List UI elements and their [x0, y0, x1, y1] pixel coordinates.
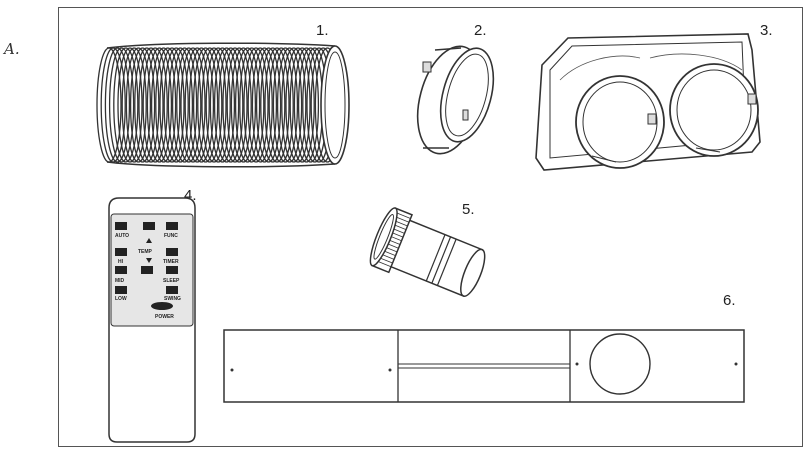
remote-auto-label: AUTO [115, 233, 129, 239]
part-number-5: 5. [462, 201, 475, 218]
hose-rib [180, 47, 206, 163]
hose-rib [201, 47, 227, 163]
hose-rib [255, 47, 282, 163]
hose-rib [129, 47, 156, 163]
remote-mid-label: MID [115, 278, 125, 284]
hose-adapter-icon [416, 45, 495, 155]
hose-rib [184, 47, 210, 163]
hose-rib [188, 47, 215, 163]
part-number-1: 1. [316, 22, 329, 39]
remote-temp-label: TEMP [138, 249, 153, 255]
hose-rib [117, 47, 143, 163]
hose-rib [222, 47, 248, 163]
hose-rib [176, 47, 202, 163]
hose-rib [289, 47, 315, 163]
remote-low-label: LOW [115, 296, 127, 302]
hose-rib [234, 47, 261, 163]
hose-rib [243, 47, 269, 163]
hose-rib [268, 47, 294, 163]
hose-rib [239, 47, 265, 163]
hose-rib [272, 47, 299, 163]
part-number-6: 6. [723, 292, 736, 309]
window-adapter-icon [535, 33, 761, 171]
hose-rib [285, 47, 311, 163]
hose-rib [113, 47, 139, 163]
remote-control-icon: AUTO FUNC TEMP HI TIMER MID SLEEP LOW SW… [108, 197, 196, 443]
hose-rib [293, 47, 320, 163]
section-label: A. [4, 40, 20, 58]
window-slider-kit-icon [223, 329, 745, 403]
hose-rib [218, 47, 244, 163]
parts-frame [58, 7, 803, 447]
remote-sleep-label: SLEEP [163, 278, 180, 284]
hose-rib [121, 47, 147, 163]
hose-rib [108, 47, 135, 163]
hose-rib [171, 47, 198, 163]
remote-func-label: FUNC [164, 233, 178, 239]
hose-rib [281, 47, 307, 163]
hose-rib [226, 47, 252, 163]
hose-rib [260, 47, 286, 163]
hose-rib [134, 47, 160, 163]
hose-rib [264, 47, 290, 163]
hose-rib [163, 47, 189, 163]
hose-rib [167, 47, 194, 163]
part-number-3: 3. [760, 22, 773, 39]
hose-rib [209, 47, 236, 163]
hose-rib [205, 47, 231, 163]
hose-rib [192, 47, 219, 163]
hose-rib [150, 47, 177, 163]
exhaust-hose-icon [96, 42, 350, 168]
hose-rib [247, 47, 273, 163]
hose-rib [155, 47, 181, 163]
hose-rib [213, 47, 240, 163]
hose-rib [197, 47, 223, 163]
hose-rib [138, 47, 164, 163]
hose-rib [146, 47, 173, 163]
remote-power-label: POWER [155, 314, 174, 320]
part-number-2: 2. [474, 22, 487, 39]
remote-hi-label: HI [118, 259, 124, 265]
remote-timer-label: TIMER [163, 259, 179, 265]
hose-rib [230, 47, 257, 163]
hose-rib [125, 47, 152, 163]
hose-rib [159, 47, 185, 163]
hose-rib [104, 47, 131, 163]
hose-rib [276, 47, 303, 163]
remote-swing-label: SWING [164, 296, 181, 302]
hose-connector-icon [369, 207, 486, 297]
hose-rib [142, 47, 168, 163]
hose-rib [251, 47, 278, 163]
